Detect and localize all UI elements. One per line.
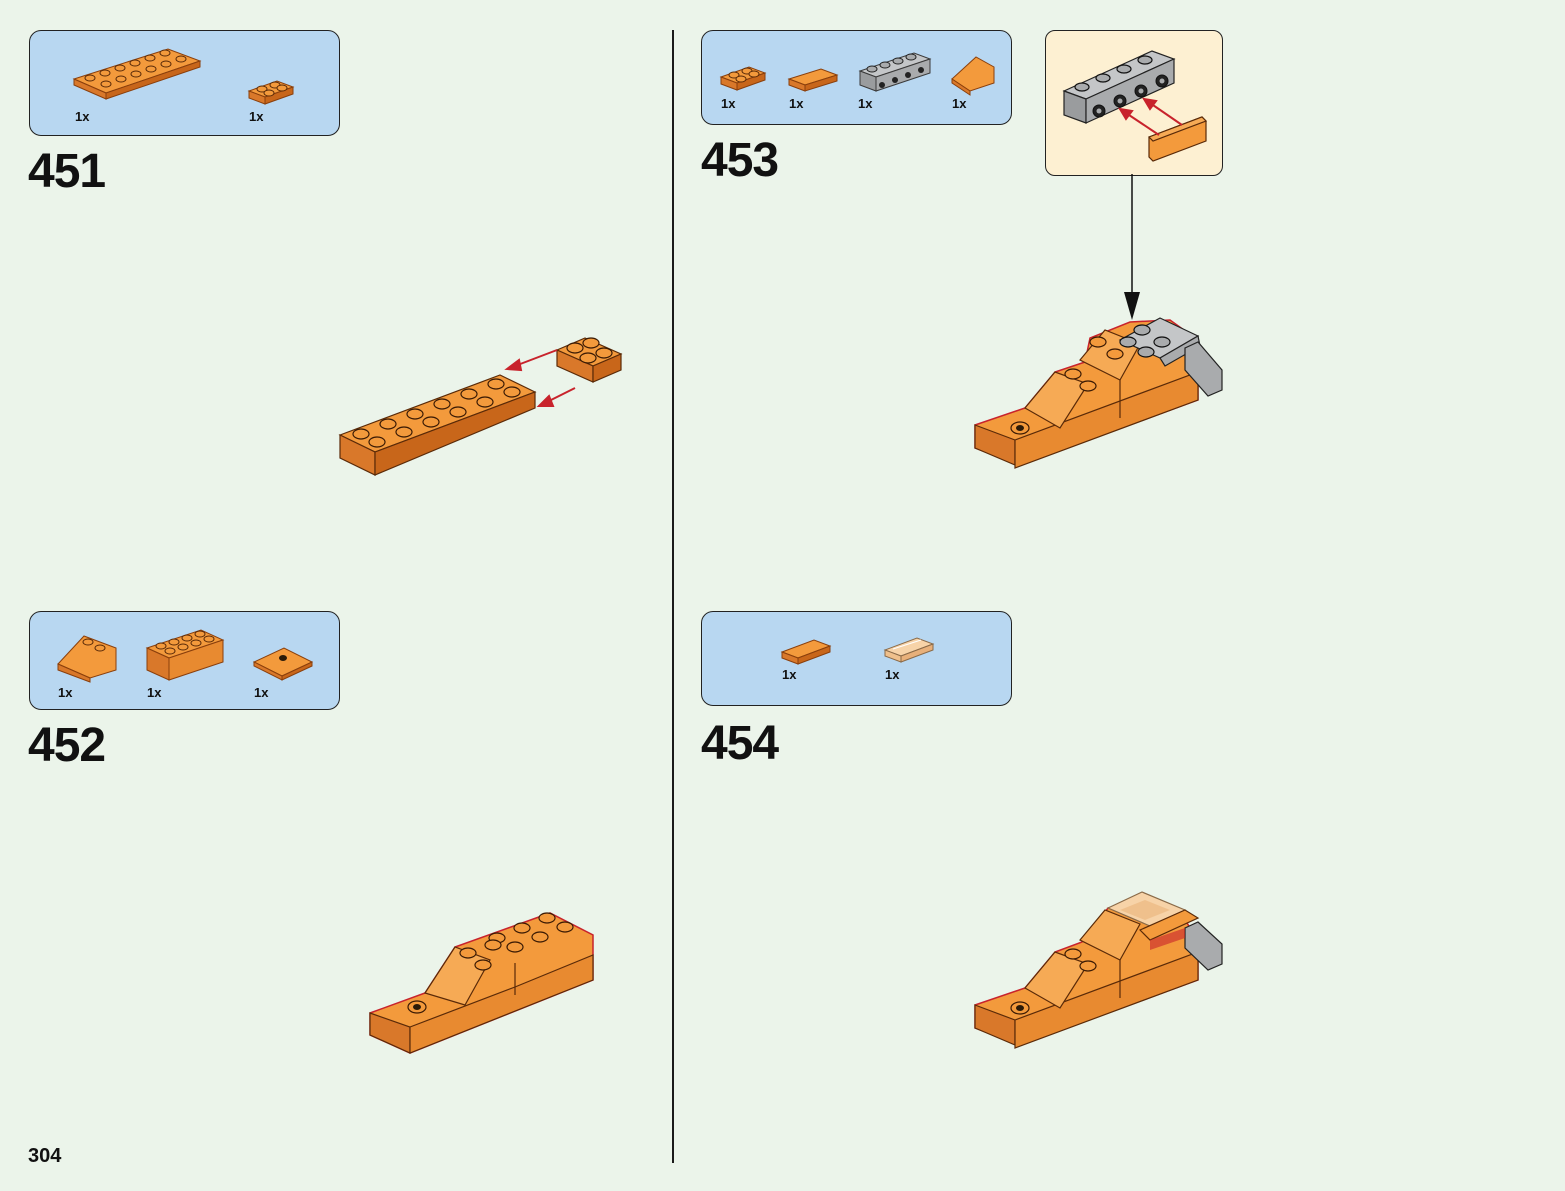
sub-assembly-callout — [1045, 30, 1223, 176]
step-number-452: 452 — [28, 719, 106, 772]
step-number-451: 451 — [28, 145, 106, 198]
quantity-label: 1x — [721, 96, 736, 111]
orange-brick-2x4-icon — [145, 629, 225, 681]
trans-orange-tile-1x2-icon — [883, 637, 935, 663]
quantity-label: 1x — [858, 96, 873, 111]
page-number: 304 — [28, 1145, 62, 1167]
step-452-illustration — [369, 912, 594, 1054]
callout-arrow — [1124, 174, 1140, 320]
step-453-illustration — [974, 317, 1223, 469]
bracket-tile-assembly — [1062, 50, 1208, 162]
quantity-label: 1x — [885, 667, 900, 682]
parts-box-452: 1x 1x 1x — [29, 611, 340, 710]
page-divider — [672, 30, 674, 1163]
parts-box-453: 1x 1x 1x 1x — [701, 30, 1012, 125]
orange-tile-1x2-icon — [780, 639, 832, 665]
step-454-illustration — [974, 891, 1223, 1049]
orange-jumper-plate-2x2-icon — [252, 647, 314, 681]
orange-tile-1x2-icon — [787, 68, 839, 92]
gray-bracket-1x4-icon — [858, 52, 932, 92]
parts-box-451: 1x 1x — [29, 30, 340, 136]
quantity-label: 1x — [789, 96, 804, 111]
parts-box-454: 1x 1x — [701, 611, 1012, 706]
quantity-label: 1x — [782, 667, 797, 682]
orange-slope-2x2-icon — [57, 635, 117, 683]
orange-plate-2x2-icon — [719, 66, 767, 91]
quantity-label: 1x — [249, 109, 264, 124]
orange-slope-1x2-icon — [951, 56, 995, 96]
quantity-label: 1x — [254, 685, 269, 700]
step-451-illustration — [338, 337, 623, 476]
orange-plate-2x2-icon — [247, 80, 295, 105]
quantity-label: 1x — [952, 96, 967, 111]
orange-plate-2x6-icon — [72, 48, 202, 100]
quantity-label: 1x — [58, 685, 73, 700]
step-number-453: 453 — [701, 134, 779, 187]
quantity-label: 1x — [75, 109, 90, 124]
step-number-454: 454 — [701, 717, 779, 770]
quantity-label: 1x — [147, 685, 162, 700]
